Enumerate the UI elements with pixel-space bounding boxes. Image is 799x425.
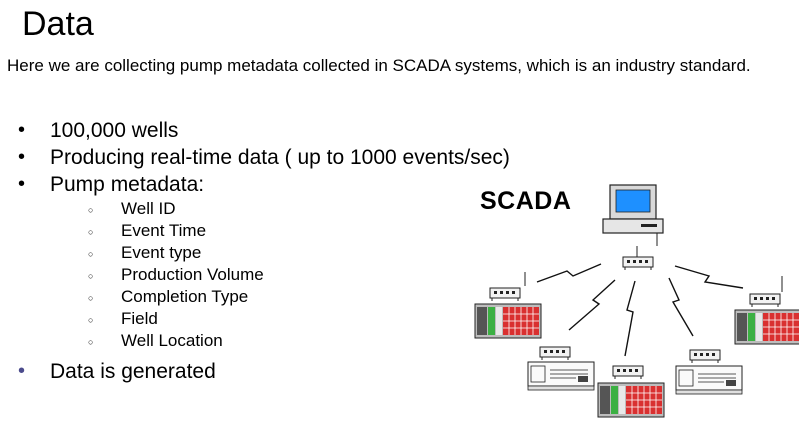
field-completion-type: Completion Type [88,286,578,309]
plc-rack-right-icon [734,276,799,345]
plc-unit-right-icon [675,349,743,395]
field-well-id: Well ID [88,198,578,221]
field-well-location: Well Location [88,330,578,353]
field-event-type: Event type [88,242,578,265]
intro-text: Here we are collecting pump metadata col… [7,56,751,75]
bullet-generated: Data is generated [18,358,578,385]
scada-diagram: SCADA [465,180,799,425]
plc-unit-left-icon [527,346,595,391]
bullet-wells: 100,000 wells [18,117,578,144]
lightning-link-icon [536,263,744,357]
slide-title: Data [22,5,94,43]
plc-rack-center-icon [597,365,665,418]
bullet-metadata: Pump metadata: Well ID Event Time Event … [18,171,578,353]
network-hub-icon [622,246,654,271]
field-event-time: Event Time [88,220,578,243]
computer-icon [602,184,664,246]
field-production-volume: Production Volume [88,264,578,287]
plc-rack-left-icon [474,272,542,339]
field-field: Field [88,308,578,331]
bullet-list: 100,000 wells Producing real-time data (… [18,117,578,385]
metadata-field-list: Well ID Event Time Event type Production… [50,198,578,353]
bullet-metadata-label: Pump metadata: [50,173,205,196]
bullet-realtime: Producing real-time data ( up to 1000 ev… [18,144,578,171]
scada-label: SCADA [480,187,572,215]
